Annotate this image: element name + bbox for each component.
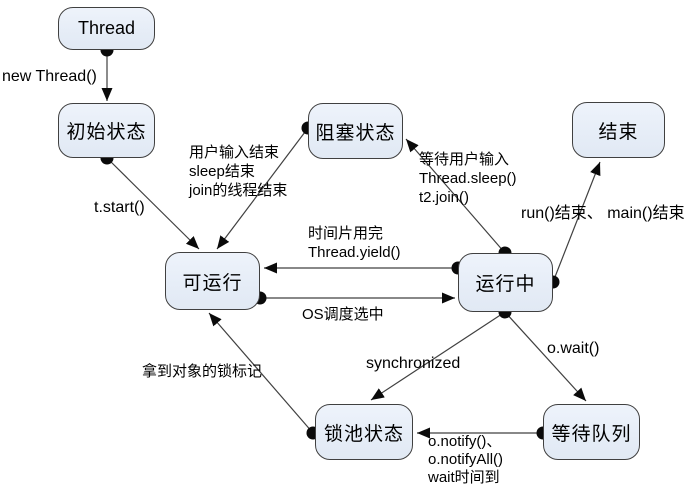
node-initial-state: 初始状态 bbox=[58, 103, 155, 158]
label-line: 时间片用完 bbox=[308, 225, 384, 242]
edge-blocked-to-runnable bbox=[216, 127, 309, 250]
edge-running-to-blocked bbox=[405, 138, 506, 254]
label-synchronized: synchronized bbox=[366, 355, 461, 372]
label-os-select: OS调度选中 bbox=[302, 306, 384, 323]
node-end-state: 结束 bbox=[572, 102, 665, 158]
edge-synchronized bbox=[370, 311, 506, 401]
label-new-thread: new Thread() bbox=[2, 68, 97, 85]
label-notify: o.notify()、 o.notifyAll() wait时间到 bbox=[428, 433, 503, 487]
label-line: o.notify()、 bbox=[428, 433, 502, 450]
node-wait-queue: 等待队列 bbox=[543, 404, 640, 460]
label-line: t2.join() bbox=[419, 189, 470, 206]
node-running: 运行中 bbox=[458, 253, 553, 312]
edge-o-wait bbox=[504, 311, 587, 402]
label-blocked-release: 用户输入结束 sleep结束 join的线程结束 bbox=[189, 143, 287, 200]
label-t-start: t.start() bbox=[94, 199, 145, 216]
edge-lock-acquired bbox=[208, 312, 314, 434]
label-o-wait: o.wait() bbox=[547, 340, 600, 357]
label-yield: 时间片用完 Thread.yield() bbox=[308, 224, 401, 262]
node-thread: Thread bbox=[58, 7, 155, 50]
node-blocked-state: 阻塞状态 bbox=[308, 103, 403, 159]
node-lock-pool: 锁池状态 bbox=[315, 404, 413, 460]
label-line: Thread.yield() bbox=[308, 244, 401, 261]
label-line: o.notifyAll() bbox=[428, 451, 504, 468]
label-run-end: run()结束、 main()结束 bbox=[521, 205, 685, 222]
label-line: sleep结束 bbox=[189, 163, 255, 180]
label-line: 等待用户输入 bbox=[419, 151, 510, 168]
label-line: wait时间到 bbox=[428, 469, 500, 486]
label-lock-acquired: 拿到对象的锁标记 bbox=[142, 363, 263, 380]
edge-t-start bbox=[106, 157, 200, 250]
label-to-blocked: 等待用户输入 Thread.sleep() t2.join() bbox=[419, 150, 517, 207]
label-line: 用户输入结束 bbox=[189, 144, 280, 161]
edge-running-to-end bbox=[552, 161, 601, 283]
label-line: join的线程结束 bbox=[189, 182, 288, 199]
node-runnable: 可运行 bbox=[165, 252, 260, 310]
label-line: Thread.sleep() bbox=[419, 170, 517, 187]
